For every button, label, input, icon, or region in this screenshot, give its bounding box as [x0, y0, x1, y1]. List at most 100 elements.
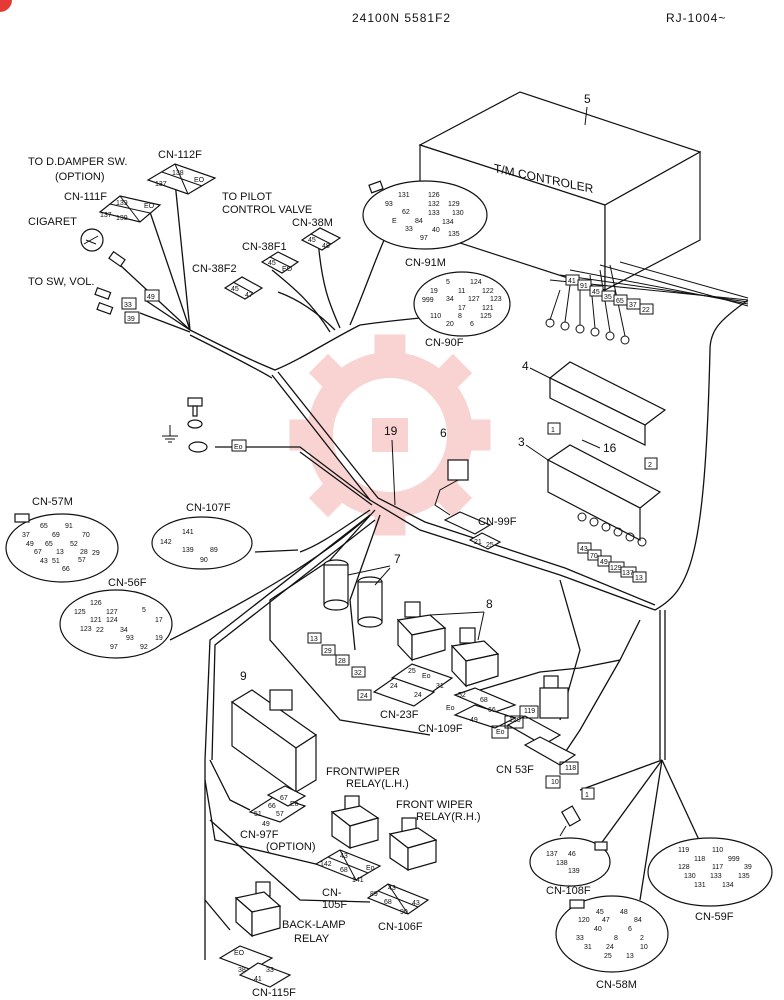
svg-text:135: 135: [738, 873, 750, 880]
svg-text:4: 4: [522, 359, 529, 373]
svg-text:43: 43: [340, 853, 348, 860]
svg-text:6: 6: [470, 321, 474, 328]
svg-text:91: 91: [65, 523, 73, 530]
part-code: 24100N 5581F2: [352, 11, 451, 25]
svg-text:Eo: Eo: [290, 801, 299, 808]
svg-text:110: 110: [712, 847, 723, 854]
wire-tag: 49 33 39 Eo 41 91 45 35 65 37 22 1 2 43 …: [121, 274, 658, 800]
svg-text:49: 49: [26, 541, 34, 548]
svg-text:118: 118: [565, 765, 576, 772]
connector-cn115f: EO 38 41 33 CN-115F: [218, 945, 296, 999]
svg-text:24: 24: [360, 693, 368, 700]
svg-text:84: 84: [634, 917, 642, 924]
svg-text:142: 142: [160, 539, 172, 546]
svg-text:122: 122: [482, 288, 494, 295]
svg-text:66: 66: [62, 566, 70, 573]
svg-text:33: 33: [124, 302, 132, 309]
svg-text:29: 29: [324, 648, 332, 655]
connector-cn112f: CN-112F 138 137 EO: [146, 149, 217, 195]
svg-text:57: 57: [78, 557, 86, 564]
connector-cn108f: 137 46 138 139 CN-108F: [529, 837, 611, 897]
svg-text:48: 48: [322, 243, 330, 250]
svg-text:34: 34: [120, 627, 128, 634]
svg-text:CN-107F: CN-107F: [186, 502, 231, 514]
svg-text:68: 68: [340, 867, 348, 874]
svg-text:45: 45: [596, 909, 604, 916]
svg-text:22: 22: [642, 307, 650, 314]
svg-text:1: 1: [551, 427, 555, 434]
svg-text:138: 138: [556, 860, 568, 867]
svg-text:10: 10: [640, 944, 648, 951]
svg-text:CN-38F1: CN-38F1: [242, 241, 287, 253]
svg-text:EO: EO: [234, 950, 245, 957]
svg-text:130: 130: [684, 873, 696, 880]
svg-text:93: 93: [126, 635, 134, 642]
svg-text:45: 45: [308, 237, 316, 244]
svg-text:9: 9: [240, 669, 247, 683]
back-lamp-label: BACK-LAMP: [282, 919, 346, 931]
svg-text:43: 43: [580, 546, 588, 553]
back-lamp-relay: [234, 881, 282, 938]
svg-text:EO: EO: [194, 177, 205, 184]
svg-text:67: 67: [280, 795, 288, 802]
tm-controller: T/M CONTROLER 5: [418, 91, 702, 291]
connector-cn38m: CN-38M 45 48: [292, 217, 342, 251]
svg-text:39: 39: [744, 864, 752, 871]
svg-text:123: 123: [80, 626, 92, 633]
connector-block-4: 4: [522, 359, 667, 446]
svg-text:137: 137: [546, 851, 558, 858]
svg-text:121: 121: [482, 305, 494, 312]
svg-text:120: 120: [509, 717, 521, 724]
front-wiper-rh-label: FRONT WIPER: [396, 799, 473, 811]
svg-text:131: 131: [694, 882, 706, 889]
svg-text:89: 89: [370, 891, 378, 898]
svg-text:92: 92: [140, 644, 148, 651]
svg-text:999: 999: [422, 297, 434, 304]
svg-text:17: 17: [458, 305, 466, 312]
svg-text:2: 2: [648, 462, 652, 469]
svg-text:17: 17: [155, 617, 163, 624]
gear-watermark-icon: [289, 334, 491, 536]
callout-16: 16: [603, 441, 617, 455]
front-wiper-relay-lh: [330, 795, 380, 850]
main-harness: [119, 181, 749, 960]
svg-text:51: 51: [254, 811, 262, 818]
svg-text:CN-111F: CN-111F: [64, 191, 107, 203]
svg-text:40: 40: [432, 227, 440, 234]
svg-text:142: 142: [320, 861, 332, 868]
svg-text:13: 13: [635, 575, 643, 582]
svg-text:2: 2: [640, 935, 644, 942]
svg-text:13: 13: [626, 953, 634, 960]
front-wiper-relay-rh: [388, 817, 438, 872]
svg-text:CN-57M: CN-57M: [32, 496, 73, 508]
svg-text:121: 121: [90, 617, 102, 624]
svg-text:CN-38F2: CN-38F2: [192, 263, 237, 275]
svg-text:97: 97: [110, 644, 118, 651]
svg-text:24: 24: [606, 944, 614, 951]
svg-text:37: 37: [22, 532, 30, 539]
svg-text:127: 127: [468, 296, 480, 303]
to-sw-vol-label: TO SW, VOL.: [28, 276, 94, 288]
cigaret-lighter-icon: [80, 228, 104, 252]
svg-text:130: 130: [452, 210, 464, 217]
svg-text:Eo: Eo: [422, 673, 431, 680]
svg-text:CN-90F: CN-90F: [425, 337, 464, 349]
svg-text:90: 90: [200, 557, 208, 564]
svg-text:CN 53F: CN 53F: [496, 764, 534, 776]
svg-text:137: 137: [100, 212, 112, 219]
svg-text:139: 139: [116, 200, 128, 207]
connector-cn99f: 21 25 CN-99F: [443, 511, 517, 550]
svg-text:139: 139: [116, 215, 128, 222]
svg-text:6: 6: [628, 926, 632, 933]
svg-text:CN-58M: CN-58M: [596, 979, 637, 991]
svg-text:CN-108F: CN-108F: [546, 885, 591, 897]
svg-text:CN-38M: CN-38M: [292, 217, 333, 229]
ring-terminals: [577, 512, 647, 547]
svg-text:24: 24: [390, 683, 398, 690]
svg-text:CN-: CN-: [322, 887, 342, 899]
svg-text:132: 132: [428, 201, 440, 208]
svg-text:3: 3: [518, 435, 525, 449]
svg-text:31: 31: [436, 683, 444, 690]
svg-text:125: 125: [480, 313, 492, 320]
svg-text:CN-56F: CN-56F: [108, 577, 147, 589]
